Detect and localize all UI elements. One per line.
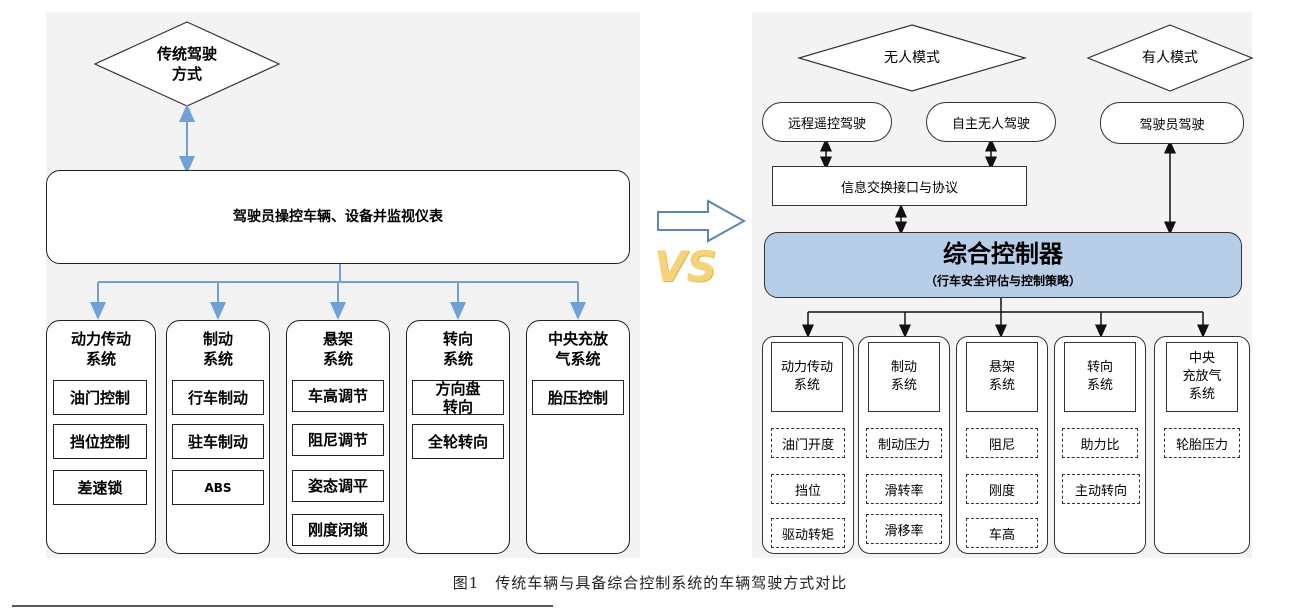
item-tire-pressure: 轮胎压力 (1164, 428, 1240, 458)
item-brake-pressure: 制动压力 (866, 428, 942, 458)
item-drive-torque: 驱动转矩 (771, 518, 845, 548)
vs-label: VS (654, 242, 717, 291)
system-title: 制动 系统 (868, 342, 940, 412)
controller-title: 综合控制器 (943, 240, 1063, 268)
driver-driving-node: 驾驶员驾驶 (1100, 102, 1244, 144)
item-skid-rate: 滑移率 (866, 514, 942, 544)
driver-control-box: 驾驶员操控车辆、设备并监视仪表 (46, 170, 630, 264)
item-height-adjust: 车高调节 (292, 380, 384, 412)
item-throttle-opening: 油门开度 (771, 428, 845, 458)
unmanned-mode-diamond (796, 24, 1028, 92)
item-ride-height: 车高 (966, 518, 1038, 548)
item-slip-rate: 滑转率 (866, 474, 942, 504)
item-damping-adjust: 阻尼调节 (292, 424, 384, 456)
item-abs: ABS (172, 470, 264, 505)
item-parking-brake: 驻车制动 (172, 424, 264, 459)
item-throttle-control: 油门控制 (53, 380, 147, 415)
remote-driving-node: 远程遥控驾驶 (762, 102, 892, 142)
item-assist-ratio: 助力比 (1062, 428, 1138, 458)
item-gear: 挡位 (771, 474, 845, 504)
system-title: 转向 系统 (1064, 342, 1136, 412)
system-title: 动力传动 系统 (771, 342, 843, 412)
controller-subtitle: （行车安全评估与控制策略） (924, 274, 1081, 288)
item-active-steering: 主动转向 (1062, 474, 1140, 504)
info-interface-box: 信息交换接口与协议 (772, 166, 1027, 206)
item-stiffness: 刚度 (966, 474, 1038, 504)
system-title: 制动 系统 (202, 330, 233, 368)
item-all-wheel-steering: 全轮转向 (412, 424, 504, 459)
integrated-controller: 综合控制器 （行车安全评估与控制策略） (764, 232, 1242, 298)
system-title: 转向 系统 (442, 330, 473, 368)
system-title: 中央充放 气系统 (547, 330, 608, 368)
item-diff-lock: 差速锁 (53, 470, 147, 505)
item-tire-pressure-control: 胎压控制 (532, 380, 624, 415)
manned-mode-label: 有人模式 (1142, 50, 1198, 66)
item-wheel-steering: 方向盘 转向 (412, 380, 504, 416)
transition-arrow (657, 199, 747, 243)
item-service-brake: 行车制动 (172, 380, 264, 415)
figure-caption: 图1 传统车辆与具备综合控制系统的车辆驾驶方式对比 (452, 574, 848, 592)
traditional-mode-label: 传统驾驶 方式 (156, 45, 217, 83)
unmanned-mode-label: 无人模式 (884, 50, 940, 66)
system-title: 悬架 系统 (322, 330, 353, 368)
autonomous-driving-node: 自主无人驾驶 (926, 102, 1056, 142)
system-title: 动力传动 系统 (70, 330, 131, 368)
system-title: 中央 充放气 系统 (1166, 342, 1238, 412)
item-gear-control: 挡位控制 (53, 424, 147, 459)
system-title: 悬架 系统 (966, 342, 1038, 412)
item-damping: 阻尼 (966, 428, 1038, 458)
item-stiffness-lock: 刚度闭锁 (292, 514, 384, 546)
left-system-tire-inflation: 中央充放 气系统 (526, 320, 630, 554)
item-attitude-level: 姿态调平 (292, 470, 384, 502)
manned-mode-diamond (1086, 24, 1254, 92)
driver-control-label: 驾驶员操控车辆、设备并监视仪表 (233, 209, 443, 225)
